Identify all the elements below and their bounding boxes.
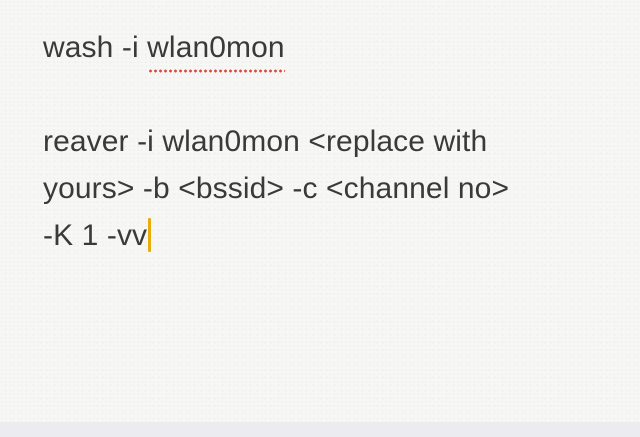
note-line-1: wash -i wlan0mon	[43, 24, 623, 71]
bottom-bar	[0, 422, 640, 437]
note-text-area[interactable]: wash -i wlan0mon reaver -i wlan0mon <rep…	[43, 24, 623, 259]
note-line-4: -K 1 -vv	[43, 212, 623, 259]
note-line-3: yours> -b <bssid> -c <channel no>	[43, 172, 510, 205]
text-cursor	[148, 218, 152, 252]
misspelled-word[interactable]: wlan0mon	[147, 31, 285, 64]
wash-command: wash -i	[43, 31, 148, 64]
note-line-2: reaver -i wlan0mon <replace with	[43, 125, 488, 158]
reaver-flags: -K 1 -vv	[43, 219, 148, 252]
note-blank-line	[43, 71, 623, 118]
note-canvas[interactable]: wash -i wlan0mon reaver -i wlan0mon <rep…	[0, 0, 640, 422]
